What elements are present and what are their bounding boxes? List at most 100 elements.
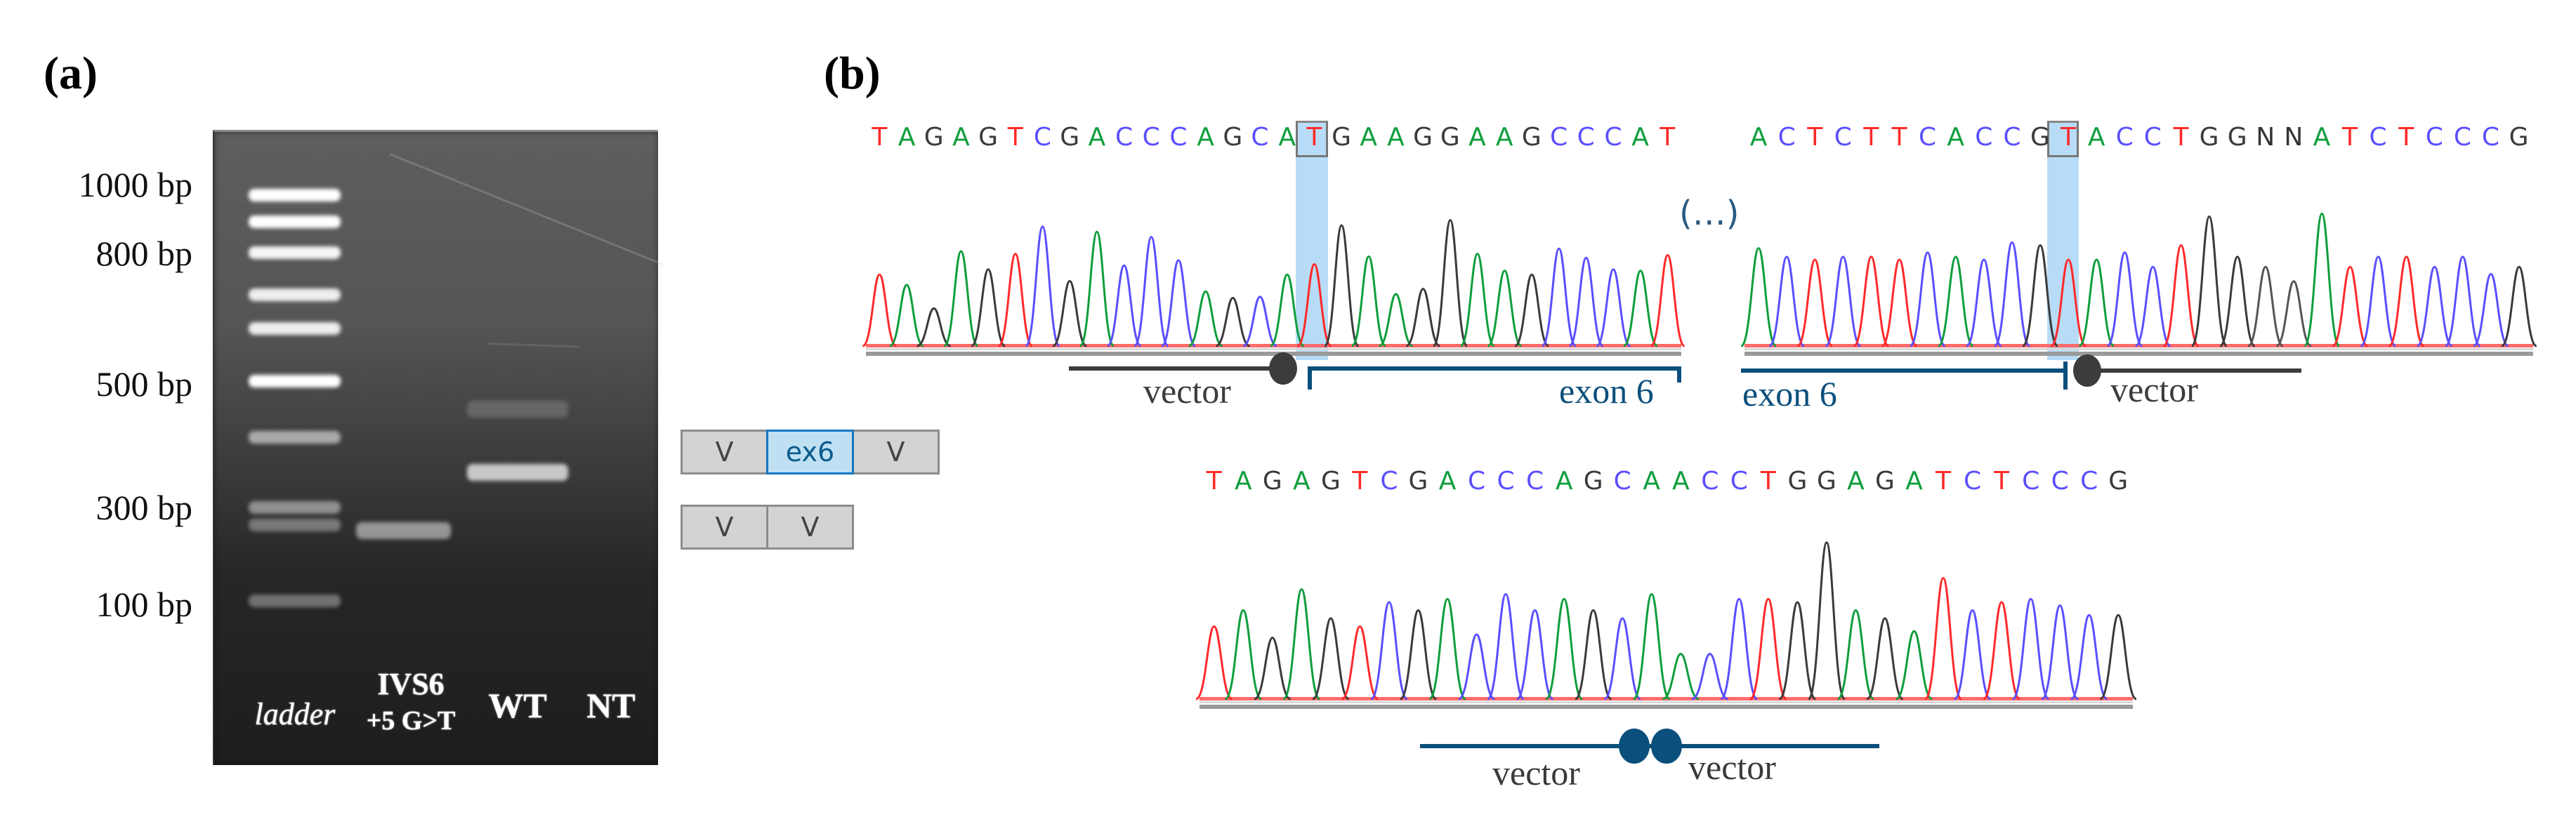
exon-label: exon 6	[1742, 374, 1837, 413]
base-call: T	[1206, 467, 1222, 496]
gel-artifact-streak	[487, 343, 579, 348]
vector-junction-line	[1420, 744, 1879, 748]
base-call: G	[1262, 467, 1282, 496]
lane-label-ivs6-variant: +5 G>T	[366, 706, 456, 736]
base-call: C	[1777, 123, 1796, 152]
ellipsis-gap-marker: (…)	[1679, 194, 1740, 233]
base-call: C	[2080, 467, 2098, 496]
vector-region-line	[2087, 368, 2301, 373]
base-call: T	[1891, 123, 1907, 152]
chromatogram-trace	[1195, 541, 2137, 709]
base-call: T	[1994, 467, 2010, 496]
base-call: T	[872, 123, 888, 152]
base-call: G	[1060, 123, 1080, 152]
ladder-band	[249, 501, 341, 514]
base-call: C	[1497, 467, 1515, 496]
base-call: C	[1604, 123, 1622, 152]
base-call: A	[1631, 123, 1649, 152]
base-call: C	[1549, 123, 1568, 152]
panel-a-label: (a)	[44, 48, 98, 99]
base-call: T	[1760, 467, 1776, 496]
base-call: C	[1142, 123, 1160, 152]
base-call: C	[2481, 123, 2500, 152]
exon-boundary-tick	[2063, 361, 2068, 390]
base-call: T	[1863, 123, 1879, 152]
base-call: A	[952, 123, 970, 152]
sample-band	[467, 464, 568, 481]
base-call: C	[1834, 123, 1852, 152]
base-call: G	[1413, 123, 1433, 152]
base-call: T	[1306, 123, 1322, 152]
base-call: C	[1115, 123, 1133, 152]
base-call: A	[1278, 123, 1296, 152]
base-call: G	[1408, 467, 1428, 496]
exon-label: exon 6	[1559, 371, 1654, 411]
size-marker-label: 100 bp	[96, 585, 193, 624]
construct-vector-segment: V	[852, 430, 940, 474]
vector-label-right: vector	[1688, 748, 1776, 787]
exon-boundary-tick	[1677, 366, 1681, 383]
base-call: T	[2342, 123, 2358, 152]
base-call: G	[1583, 467, 1603, 496]
ladder-band	[249, 519, 341, 531]
junction-marker	[1269, 352, 1297, 385]
base-call: T	[1007, 123, 1023, 152]
construct-vector-segment: V	[681, 505, 768, 550]
ladder-band	[249, 288, 341, 301]
base-call: G	[2108, 467, 2129, 496]
base-call: A	[1947, 123, 1965, 152]
base-call: T	[1807, 123, 1823, 152]
agarose-gel-image: ladder IVS6 +5 G>T WT NT	[213, 130, 664, 765]
base-call: G	[1875, 467, 1895, 496]
ladder-band	[249, 246, 341, 259]
size-marker-label: 500 bp	[96, 364, 193, 404]
base-call: C	[1169, 123, 1188, 152]
base-call: C	[1975, 123, 1993, 152]
ladder-band	[249, 375, 341, 387]
base-call: C	[1577, 123, 1595, 152]
construct-vector-segment: V	[766, 505, 854, 550]
base-call: C	[1251, 123, 1269, 152]
base-call: C	[2115, 123, 2134, 152]
base-call: C	[2425, 123, 2443, 152]
base-call: A	[1905, 467, 1923, 496]
base-call: C	[1964, 467, 1982, 496]
base-call: G	[1223, 123, 1243, 152]
junction-marker-left	[1619, 728, 1650, 764]
base-call: G	[2227, 123, 2247, 152]
base-call: G	[978, 123, 999, 152]
base-call: A	[1234, 467, 1252, 496]
panel-b-label: (b)	[824, 48, 881, 99]
base-call: C	[1919, 123, 1937, 152]
base-call: T	[2398, 123, 2414, 152]
base-call: T	[1936, 467, 1952, 496]
base-call: A	[1495, 123, 1513, 152]
base-call: A	[1671, 467, 1690, 496]
base-call: C	[1467, 467, 1486, 496]
base-call: A	[1555, 467, 1573, 496]
lane-label-wt: WT	[488, 686, 547, 725]
sample-band	[356, 522, 451, 539]
base-call: A	[2087, 123, 2105, 152]
construct-exon-segment: ex6	[766, 430, 854, 474]
lane-label-ivs6: IVS6	[377, 667, 445, 701]
base-call: G	[1440, 123, 1460, 152]
base-call: A	[1468, 123, 1486, 152]
base-call: A	[1360, 123, 1378, 152]
base-call: A	[2313, 123, 2331, 152]
variant-base-box	[2047, 121, 2079, 157]
base-call: C	[2143, 123, 2162, 152]
lane-label-nt: NT	[586, 686, 636, 725]
base-call: C	[2453, 123, 2471, 152]
base-call: C	[1613, 467, 1631, 496]
ladder-band	[249, 215, 341, 228]
base-call: C	[1730, 467, 1748, 496]
vector-label: vector	[1143, 371, 1231, 411]
variant-highlight-column	[1296, 156, 1328, 360]
base-call: T	[1660, 123, 1676, 152]
base-call: C	[1033, 123, 1052, 152]
base-call: G	[1521, 123, 1542, 152]
